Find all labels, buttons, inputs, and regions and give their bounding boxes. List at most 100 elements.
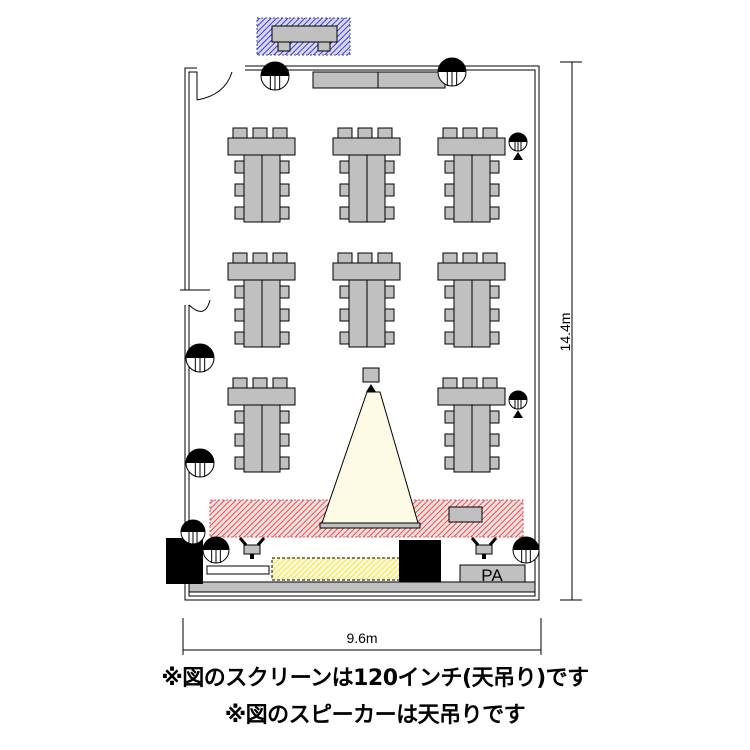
projector [319, 367, 421, 529]
table-cluster [227, 127, 296, 223]
screen-rail [206, 565, 270, 575]
table-cluster [227, 252, 296, 348]
chair [279, 331, 290, 345]
chair [442, 127, 458, 140]
lectern [448, 506, 483, 523]
head-table [227, 387, 296, 406]
chair [337, 252, 353, 265]
chair [337, 127, 353, 140]
chair [384, 331, 395, 345]
chair [252, 127, 268, 140]
table-cluster [437, 127, 506, 223]
chair [279, 206, 290, 220]
chair [234, 308, 245, 322]
chair [442, 252, 458, 265]
chair [339, 183, 350, 197]
chair [232, 377, 248, 390]
chair [272, 252, 288, 265]
screen [271, 557, 401, 581]
chair [482, 127, 498, 140]
chair [482, 377, 498, 390]
table-cluster [227, 377, 296, 473]
chair [489, 410, 500, 424]
note-speaker: ※図のスピーカーは天吊りです [224, 703, 526, 728]
chair [279, 160, 290, 174]
chair [384, 160, 395, 174]
chair [482, 252, 498, 265]
chair [444, 308, 455, 322]
chair [489, 285, 500, 299]
table [243, 154, 263, 223]
chair [384, 285, 395, 299]
width-label: 9.6m [346, 630, 377, 646]
counter [312, 71, 446, 89]
head-table [227, 137, 296, 156]
chair [234, 410, 245, 424]
table [261, 404, 281, 473]
chair [357, 127, 373, 140]
head-table [437, 137, 506, 156]
chair [489, 160, 500, 174]
chair [279, 308, 290, 322]
dimension-width [182, 618, 542, 655]
chair [444, 183, 455, 197]
chair [444, 285, 455, 299]
table [453, 154, 473, 223]
table [348, 279, 368, 348]
chair [234, 206, 245, 220]
ceiling-speaker-icon [238, 537, 266, 559]
chair [279, 433, 290, 447]
speaker-left [166, 538, 203, 584]
light-fixture-icon [260, 61, 290, 91]
chair [357, 252, 373, 265]
dimension-height [560, 61, 582, 601]
height-label: 14.4m [557, 313, 573, 352]
reception-desk [256, 17, 351, 56]
note-screen: ※図のスクリーンは120インチ(天吊り)です [161, 666, 589, 691]
head-table [437, 262, 506, 281]
chair [462, 127, 478, 140]
head-table [437, 387, 506, 406]
chair [234, 160, 245, 174]
chair [279, 410, 290, 424]
chair [339, 206, 350, 220]
chair [252, 252, 268, 265]
chair [462, 377, 478, 390]
chair [444, 206, 455, 220]
outlet-icon [513, 410, 523, 418]
chair [444, 456, 455, 470]
outlet-icon [513, 152, 523, 160]
chair [272, 127, 288, 140]
table [243, 279, 263, 348]
chair [489, 183, 500, 197]
table [366, 279, 386, 348]
chair [489, 331, 500, 345]
chair [489, 456, 500, 470]
table [366, 154, 386, 223]
chair [234, 183, 245, 197]
head-table [227, 262, 296, 281]
table [471, 154, 491, 223]
chair [234, 285, 245, 299]
chair [462, 252, 478, 265]
light-fixture-icon [185, 343, 215, 373]
light-fixture-icon [180, 519, 206, 545]
chair [279, 456, 290, 470]
chair [377, 252, 393, 265]
chair [234, 433, 245, 447]
chair [377, 127, 393, 140]
light-fixture-icon [202, 536, 230, 564]
table-cluster [437, 252, 506, 348]
speaker-right [399, 540, 441, 582]
chair [489, 206, 500, 220]
chair [234, 456, 245, 470]
chair [234, 331, 245, 345]
table [471, 279, 491, 348]
table-cluster [332, 127, 401, 223]
pa-desk: PA [459, 564, 526, 585]
table [471, 404, 491, 473]
chair [444, 331, 455, 345]
chair [339, 331, 350, 345]
table [261, 279, 281, 348]
table [453, 404, 473, 473]
